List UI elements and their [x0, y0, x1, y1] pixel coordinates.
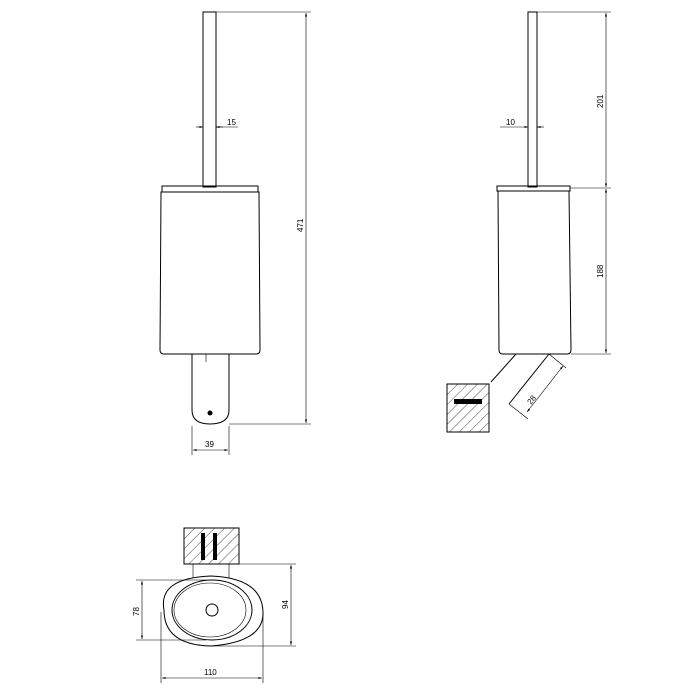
side-view: 10 201 188 28 [446, 11, 611, 433]
dim-side-rod-diameter: 10 [500, 118, 544, 129]
dim-front-rod-diameter: 15 [196, 118, 238, 129]
dim-top-width-label: 110 [204, 668, 217, 677]
front-brush-rod [202, 11, 217, 188]
dim-top-width: 110 [160, 612, 264, 683]
dim-front-bracket-width: 39 [191, 426, 230, 455]
top-wall-screw-left [201, 533, 205, 560]
dim-top-depth-inner-label: 78 [132, 607, 141, 616]
dim-front-total-height-label: 471 [296, 218, 305, 232]
dim-side-bracket-depth: 28 [508, 353, 567, 420]
top-wall-screw-right [213, 533, 217, 560]
dim-front-bracket-width-label: 39 [205, 440, 214, 449]
front-wall-bracket [191, 354, 230, 425]
dim-side-rod-height-label: 201 [596, 94, 605, 108]
dim-side-rod-height: 201 [537, 11, 611, 189]
top-container-outline [162, 575, 264, 647]
dim-side-bracket-depth-label: 28 [525, 393, 538, 406]
dim-side-rod-diameter-label: 10 [506, 118, 515, 127]
dim-side-container-height: 188 [571, 189, 611, 355]
side-bracket-arm [490, 353, 550, 405]
dim-top-depth-outer-label: 94 [281, 600, 290, 609]
top-wall-plate [183, 527, 240, 565]
top-view: 78 94 110 [132, 527, 296, 683]
front-container-body [159, 191, 261, 355]
dim-front-rod-diameter-label: 15 [227, 118, 236, 127]
dim-top-depth-outer: 94 [212, 563, 296, 647]
dim-top-depth-inner: 78 [132, 579, 206, 641]
side-container-body [497, 190, 572, 355]
side-brush-rod [527, 11, 538, 188]
top-container-inner [171, 579, 253, 641]
dim-side-container-height-label: 188 [596, 264, 605, 278]
top-rod-hole [205, 603, 219, 617]
dim-front-total-height: 471 [216, 11, 311, 425]
side-wall-screw [454, 399, 482, 404]
front-view: 15 471 39 [159, 11, 311, 455]
front-screw-hole [207, 410, 213, 416]
side-wall-plate [446, 383, 490, 433]
